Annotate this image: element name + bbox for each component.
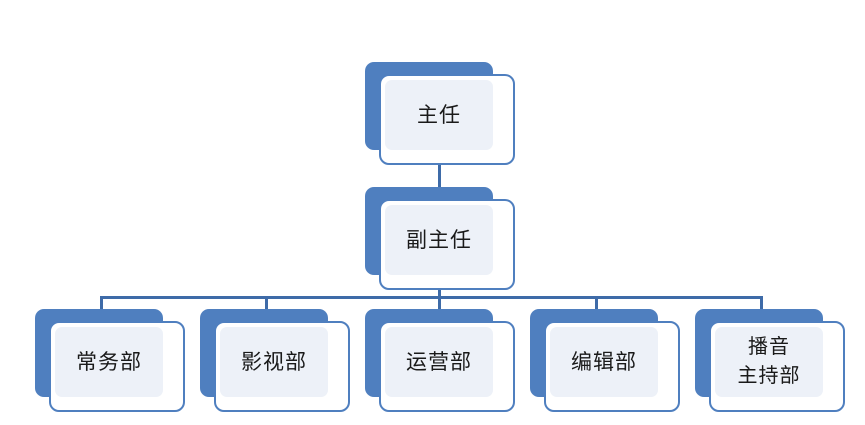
connector-director-to-deputy xyxy=(438,158,441,188)
node-label: 影视部 xyxy=(241,349,307,374)
node-dept-editorial[interactable]: 编辑部 xyxy=(530,309,680,412)
node-dept-film[interactable]: 影视部 xyxy=(200,309,350,412)
node-director[interactable]: 主任 xyxy=(365,62,515,165)
connector-drop-dept-broadcast xyxy=(760,296,763,310)
node-label: 副主任 xyxy=(406,227,472,252)
node-panel: 常务部 xyxy=(55,327,163,397)
node-panel: 编辑部 xyxy=(550,327,658,397)
connector-horizontal-bus xyxy=(100,296,763,299)
node-panel: 影视部 xyxy=(220,327,328,397)
node-label: 编辑部 xyxy=(571,349,637,374)
connector-drop-dept-film xyxy=(265,296,268,310)
node-dept-general[interactable]: 常务部 xyxy=(35,309,185,412)
node-panel: 运营部 xyxy=(385,327,493,397)
node-label: 播音 主持部 xyxy=(737,336,801,387)
connector-drop-dept-operations xyxy=(438,296,441,310)
node-label: 常务部 xyxy=(76,349,142,374)
node-deputy-director[interactable]: 副主任 xyxy=(365,187,515,290)
node-dept-operations[interactable]: 运营部 xyxy=(365,309,515,412)
node-panel: 主任 xyxy=(385,80,493,150)
node-dept-broadcast[interactable]: 播音 主持部 xyxy=(695,309,845,412)
node-panel: 播音 主持部 xyxy=(715,327,823,397)
connector-drop-dept-general xyxy=(100,296,103,310)
node-panel: 副主任 xyxy=(385,205,493,275)
node-label: 运营部 xyxy=(406,349,472,374)
connector-drop-dept-editorial xyxy=(595,296,598,310)
node-label: 主任 xyxy=(417,102,461,127)
